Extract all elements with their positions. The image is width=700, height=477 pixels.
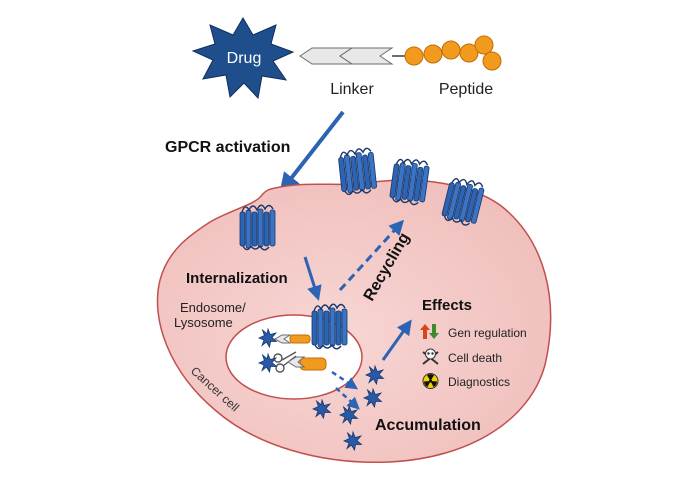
effects-panel: Effects Gen regulation Cell death Diagno… xyxy=(420,297,527,389)
effect-gen-regulation: Gen regulation xyxy=(448,326,527,340)
radiation-icon xyxy=(422,373,439,389)
effects-arrow xyxy=(381,319,412,361)
cleaved-conjugate-1 xyxy=(273,334,311,344)
effect-cell-death: Cell death xyxy=(448,351,502,365)
cleaved-conjugate-2 xyxy=(287,356,327,371)
effect-diagnostics: Diagnostics xyxy=(448,375,510,389)
scissors-icon xyxy=(273,351,297,373)
linker-label: Linker xyxy=(330,81,374,98)
gpcr-activation-label: GPCR activation xyxy=(165,139,290,156)
drug-conjugate: Drug Linker Peptide xyxy=(191,17,502,100)
internalization-label: Internalization xyxy=(186,270,288,287)
linker-shape xyxy=(299,47,406,65)
endosome-label-line2: Lysosome xyxy=(174,315,233,330)
release-arrow-2 xyxy=(335,387,360,410)
drug-label: Drug xyxy=(227,50,262,67)
up-down-arrows-icon xyxy=(420,324,439,339)
endosome-label-line1: Endosome/ xyxy=(180,300,246,315)
peptide-chain xyxy=(404,35,502,71)
release-arrow-1 xyxy=(331,370,359,390)
skull-crossbones-icon xyxy=(422,348,439,365)
peptide-label: Peptide xyxy=(439,81,493,98)
internalization-arrow xyxy=(303,256,322,301)
activation-arrow xyxy=(279,110,345,194)
accumulation-label: Accumulation xyxy=(375,417,481,434)
effects-title: Effects xyxy=(422,297,472,314)
drug-star-icon xyxy=(191,17,295,100)
recycling-arrow xyxy=(338,219,405,292)
